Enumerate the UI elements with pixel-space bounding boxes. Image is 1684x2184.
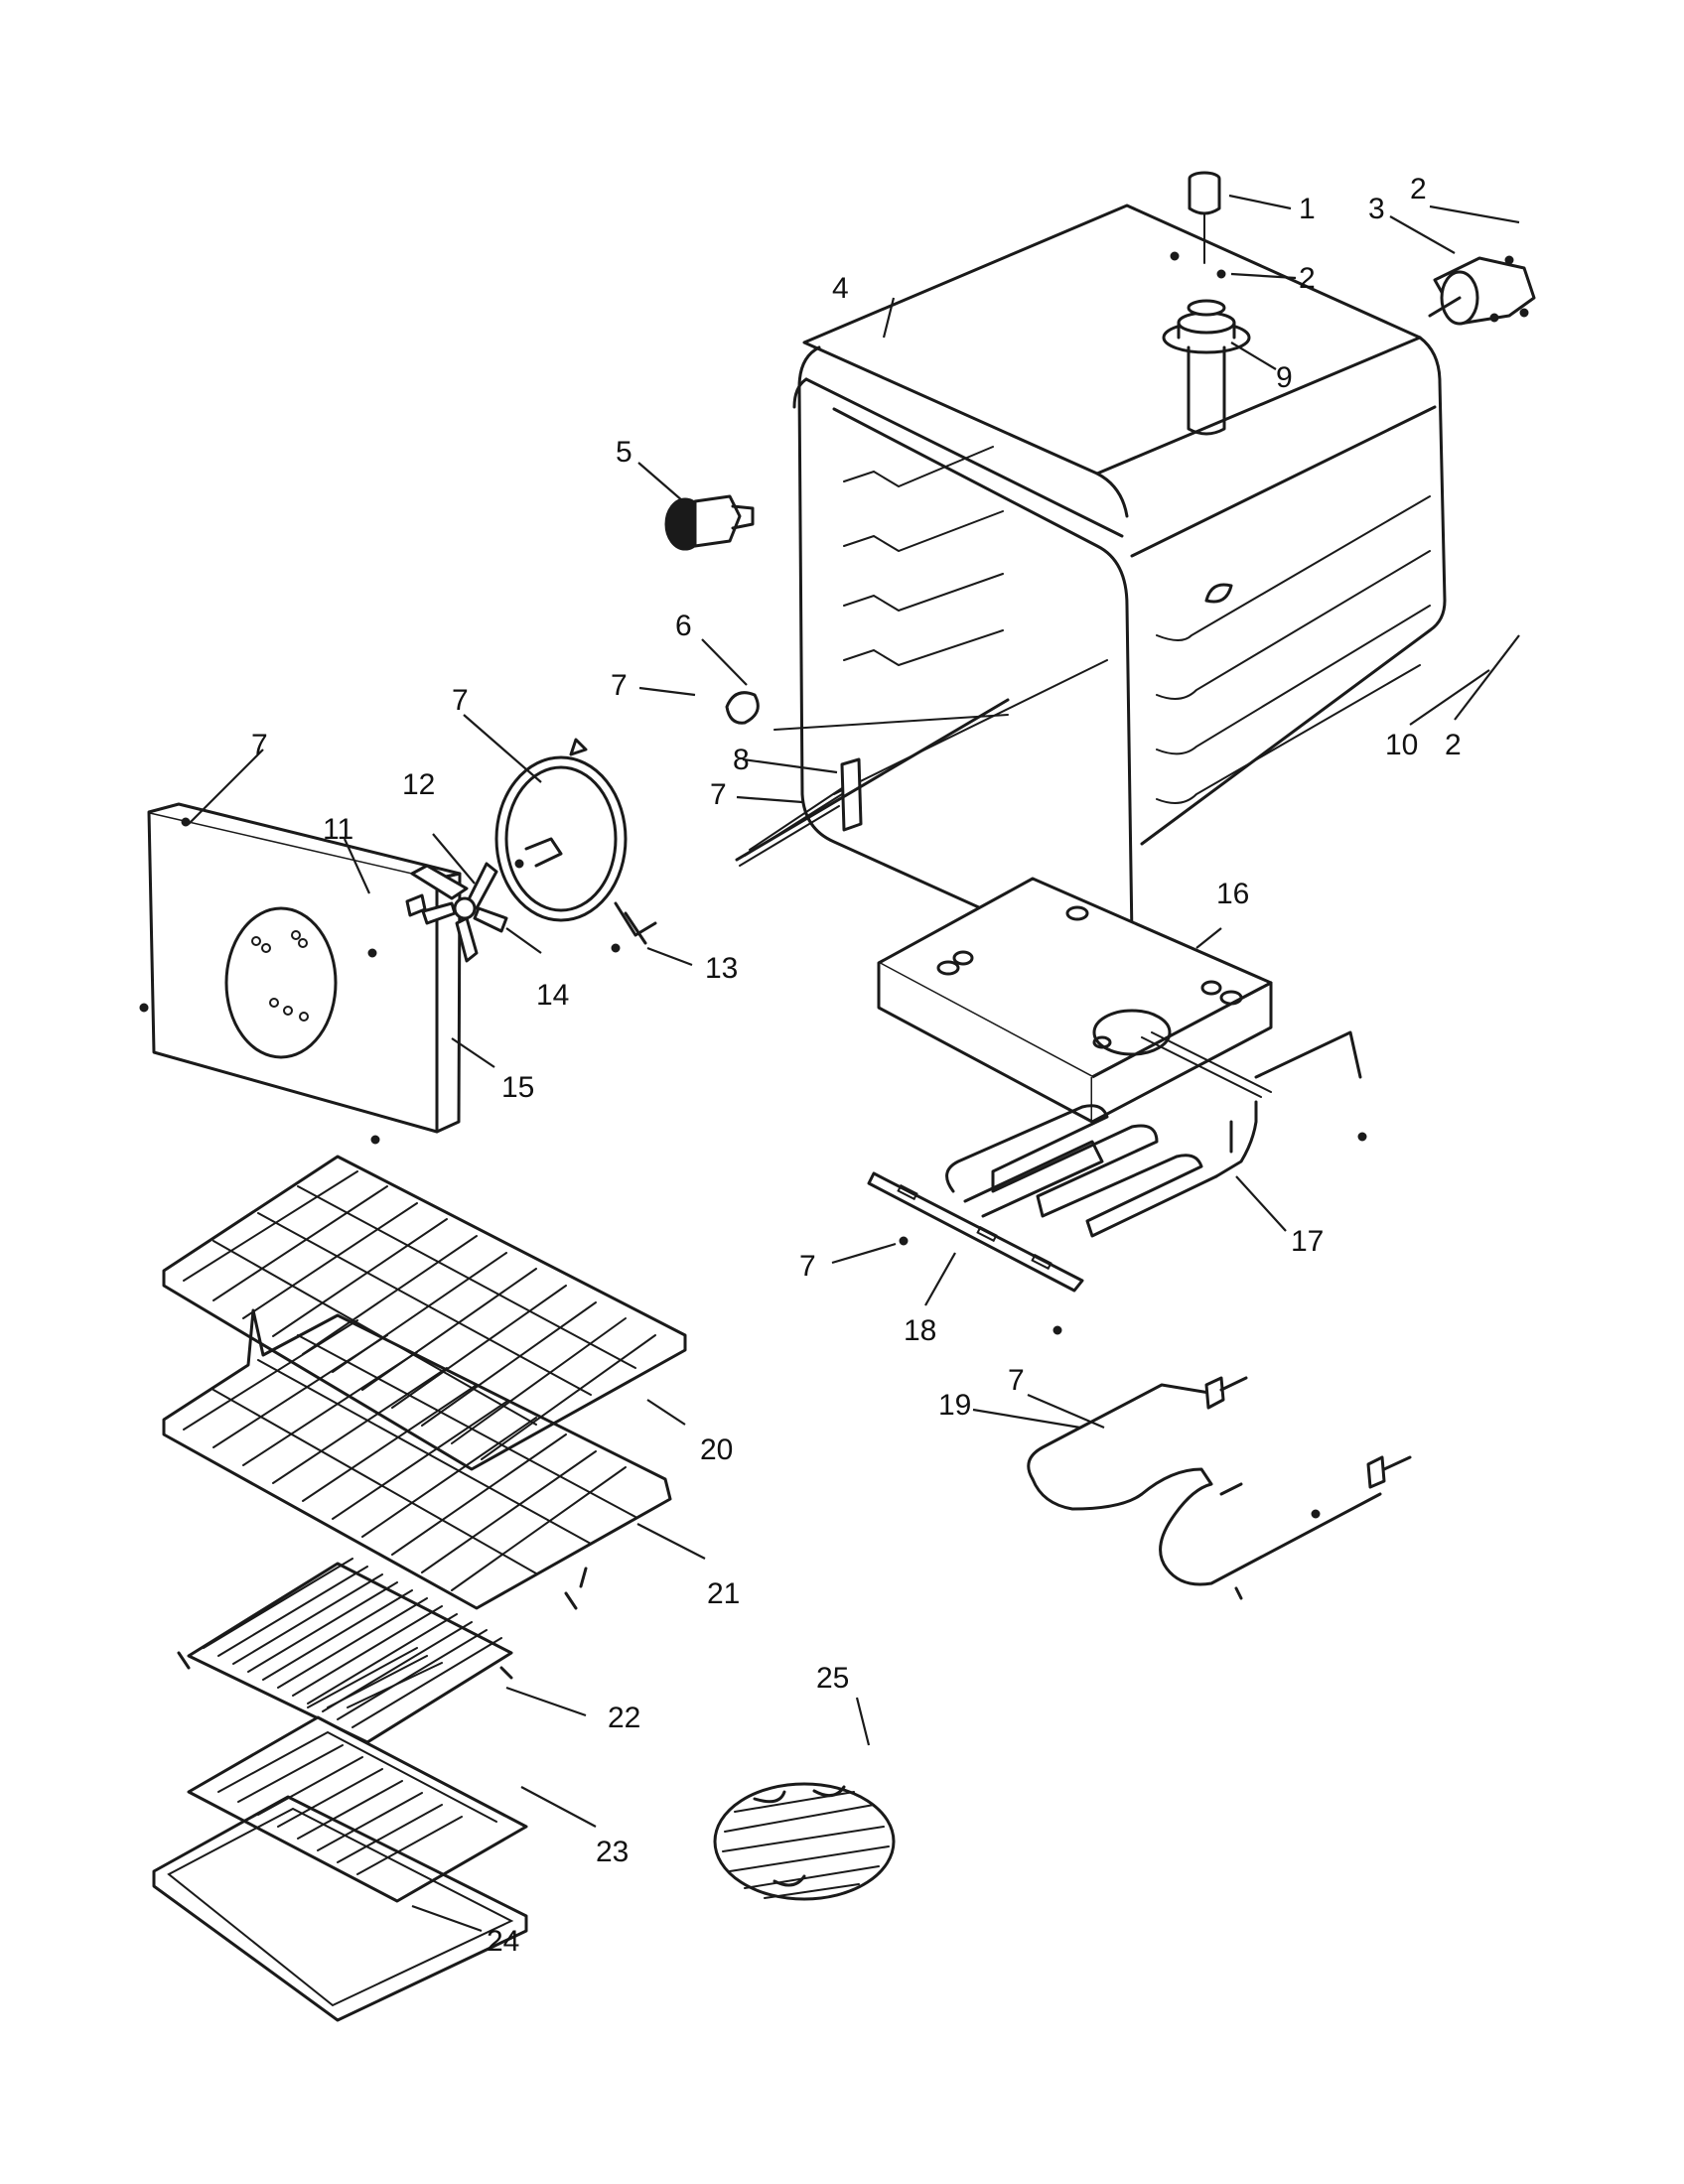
broil-element	[1027, 1376, 1412, 1600]
broil-pan	[152, 1795, 528, 2022]
element-bracket	[867, 1171, 1084, 1335]
callout-2: 2	[1445, 729, 1462, 761]
temperature-sensor	[735, 698, 1010, 867]
broil-pan-insert	[187, 1647, 528, 1903]
callout-22: 22	[608, 1702, 640, 1734]
light-socket	[664, 494, 755, 551]
callout-2: 2	[1410, 173, 1427, 205]
callout-9: 9	[1276, 361, 1293, 394]
oven-rack-upper	[162, 1155, 687, 1471]
callout-6: 6	[675, 610, 692, 642]
convection-motor	[1428, 255, 1536, 326]
oven-light-assembly	[1162, 171, 1251, 436]
callout-17: 17	[1291, 1225, 1324, 1258]
callout-18: 18	[904, 1314, 936, 1347]
callout-7: 7	[710, 778, 727, 811]
half-rack	[177, 1558, 513, 1744]
callout-14: 14	[536, 979, 569, 1012]
convection-element	[494, 738, 657, 953]
callout-7: 7	[251, 729, 268, 761]
callout-16: 16	[1216, 878, 1249, 910]
callout-24: 24	[487, 1925, 519, 1958]
bake-element	[945, 1030, 1367, 1238]
callout-1: 1	[1299, 193, 1316, 225]
callout-3: 3	[1368, 193, 1385, 225]
round-grid	[713, 1782, 896, 1901]
callout-8: 8	[733, 744, 750, 776]
callout-7: 7	[611, 669, 628, 702]
callout-4: 4	[832, 272, 849, 305]
callout-20: 20	[700, 1433, 733, 1466]
callout-19: 19	[938, 1389, 971, 1422]
callout-2: 2	[1299, 262, 1316, 295]
oven-cavity	[773, 204, 1447, 966]
callout-7: 7	[799, 1250, 816, 1283]
callout-labels: 1 2 2 3 4 9 5 6 7 7 8 7 10 2 7 11 12 14 …	[251, 173, 1462, 1958]
bottom-insulation	[877, 877, 1273, 1124]
light-lens	[725, 691, 760, 725]
callout-10: 10	[1385, 729, 1418, 761]
callout-25: 25	[816, 1662, 849, 1695]
callout-12: 12	[402, 768, 435, 801]
callout-21: 21	[707, 1577, 740, 1610]
callout-7: 7	[1008, 1364, 1025, 1397]
callout-7: 7	[452, 684, 469, 717]
callout-13: 13	[705, 952, 738, 985]
convection-back-panel	[139, 802, 462, 1145]
callout-5: 5	[616, 436, 632, 469]
callout-15: 15	[501, 1071, 534, 1104]
convection-fan-blade	[405, 862, 508, 963]
callout-11: 11	[323, 813, 353, 846]
leader-lines	[188, 194, 1520, 1933]
oven-rack-lower	[162, 1308, 672, 1610]
callout-23: 23	[596, 1836, 629, 1868]
